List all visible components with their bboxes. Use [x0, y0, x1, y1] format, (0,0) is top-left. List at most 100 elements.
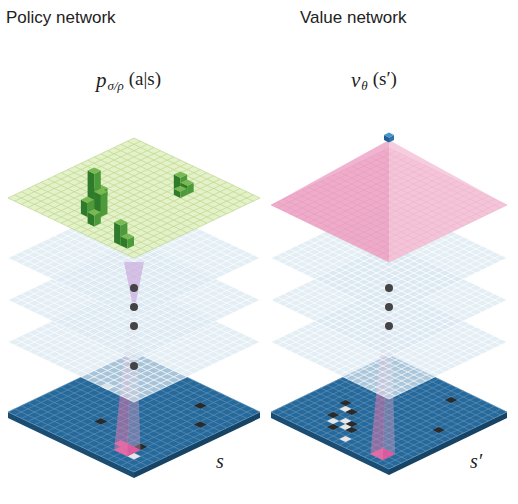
probability-bar: [174, 186, 187, 192]
grid-line: [127, 195, 253, 255]
grid-line: [377, 252, 495, 309]
go-stone: [339, 436, 351, 442]
value-output: [384, 133, 394, 138]
grid-line: [21, 144, 147, 204]
grid-line: [15, 255, 141, 315]
grid-line: [127, 255, 253, 315]
probability-bar: [121, 233, 134, 239]
grid-line: [35, 185, 161, 245]
ellipsis-dot: [130, 284, 138, 292]
go-stone: [327, 412, 339, 418]
grid-line: [101, 154, 227, 214]
value-pyramid: [271, 140, 389, 262]
grid-line: [308, 394, 426, 451]
grid-line: [121, 144, 247, 204]
grid-line: [127, 409, 253, 469]
grid-line: [389, 300, 507, 357]
grid-line: [88, 390, 214, 450]
go-stone: [327, 424, 339, 430]
grid-line: [339, 388, 457, 445]
go-stone: [194, 422, 207, 428]
grid-line: [61, 173, 187, 233]
math-subscript: σ/ρ: [108, 79, 124, 94]
go-stone: [433, 427, 445, 433]
grid-line: [346, 391, 464, 448]
grid-line: [48, 179, 174, 239]
grid-line: [271, 342, 389, 399]
go-stone: [194, 403, 207, 409]
probability-bar: [88, 209, 101, 215]
grid-line: [88, 160, 214, 220]
math-argument: (a|s): [129, 68, 161, 90]
grid-line: [271, 300, 389, 357]
probability-bar: [114, 219, 127, 225]
ellipsis-dot: [130, 362, 138, 370]
grid-line: [8, 198, 134, 258]
grid-line: [107, 151, 233, 211]
probability-bar: [94, 189, 107, 195]
grid-line: [352, 394, 470, 451]
math-symbol: ν: [351, 68, 360, 92]
ellipsis-dot: [385, 303, 393, 311]
grid-line: [74, 170, 200, 230]
grid-line: [302, 397, 420, 454]
math-subscript: θ: [361, 79, 367, 94]
grid-line: [389, 412, 507, 469]
grid-line: [134, 198, 260, 258]
policy-network-illustration: [8, 138, 260, 478]
probability-bar: [81, 197, 94, 203]
grid-line: [283, 252, 401, 309]
grid-line: [114, 147, 240, 207]
ellipsis-dot: [130, 322, 138, 330]
probability-bar: [101, 192, 108, 217]
grid-line: [134, 412, 260, 472]
layer-plane: [8, 138, 260, 258]
grid-line: [94, 393, 220, 453]
grid-line: [114, 189, 240, 249]
ellipsis-dot: [130, 303, 138, 311]
grid-line: [15, 141, 141, 201]
probability-bar: [114, 222, 121, 245]
grid-line: [271, 258, 389, 315]
probability-bar: [180, 180, 193, 186]
grid-line: [121, 192, 247, 252]
grid-line: [61, 163, 187, 223]
probability-bar: [88, 168, 101, 174]
layer-grid: [8, 138, 260, 258]
grid-line: [8, 138, 134, 198]
grid-line: [68, 166, 194, 226]
grid-line: [48, 393, 174, 453]
state-label: s′: [470, 450, 482, 473]
grid-line: [389, 258, 507, 315]
grid-line: [35, 399, 161, 459]
go-stone: [339, 400, 351, 406]
grid-line: [134, 138, 260, 198]
grid-line: [8, 258, 134, 318]
go-stone: [346, 409, 358, 415]
ellipsis-dot: [385, 322, 393, 330]
grid-line: [94, 179, 220, 239]
grid-line: [41, 182, 167, 242]
grid-line: [88, 176, 214, 236]
grid-line: [383, 255, 501, 312]
grid-line: [21, 192, 147, 252]
state-label: s: [216, 450, 224, 473]
grid-line: [94, 157, 220, 217]
math-argument: (s′): [373, 68, 397, 90]
panel-title: Value network: [300, 8, 406, 28]
go-stone: [94, 418, 107, 424]
grid-line: [271, 412, 389, 469]
grid-line: [389, 342, 507, 399]
value-network-illustration: [271, 133, 507, 476]
grid-line: [48, 157, 174, 217]
grid-line: [21, 252, 147, 312]
ellipsis-dot: [385, 284, 393, 292]
grid-line: [15, 195, 141, 255]
go-stone: [445, 397, 457, 403]
go-stone: [346, 427, 358, 433]
math-symbol: p: [96, 68, 107, 92]
grid-line: [277, 255, 395, 312]
go-stone: [327, 418, 339, 424]
value-pyramid: [389, 140, 507, 262]
